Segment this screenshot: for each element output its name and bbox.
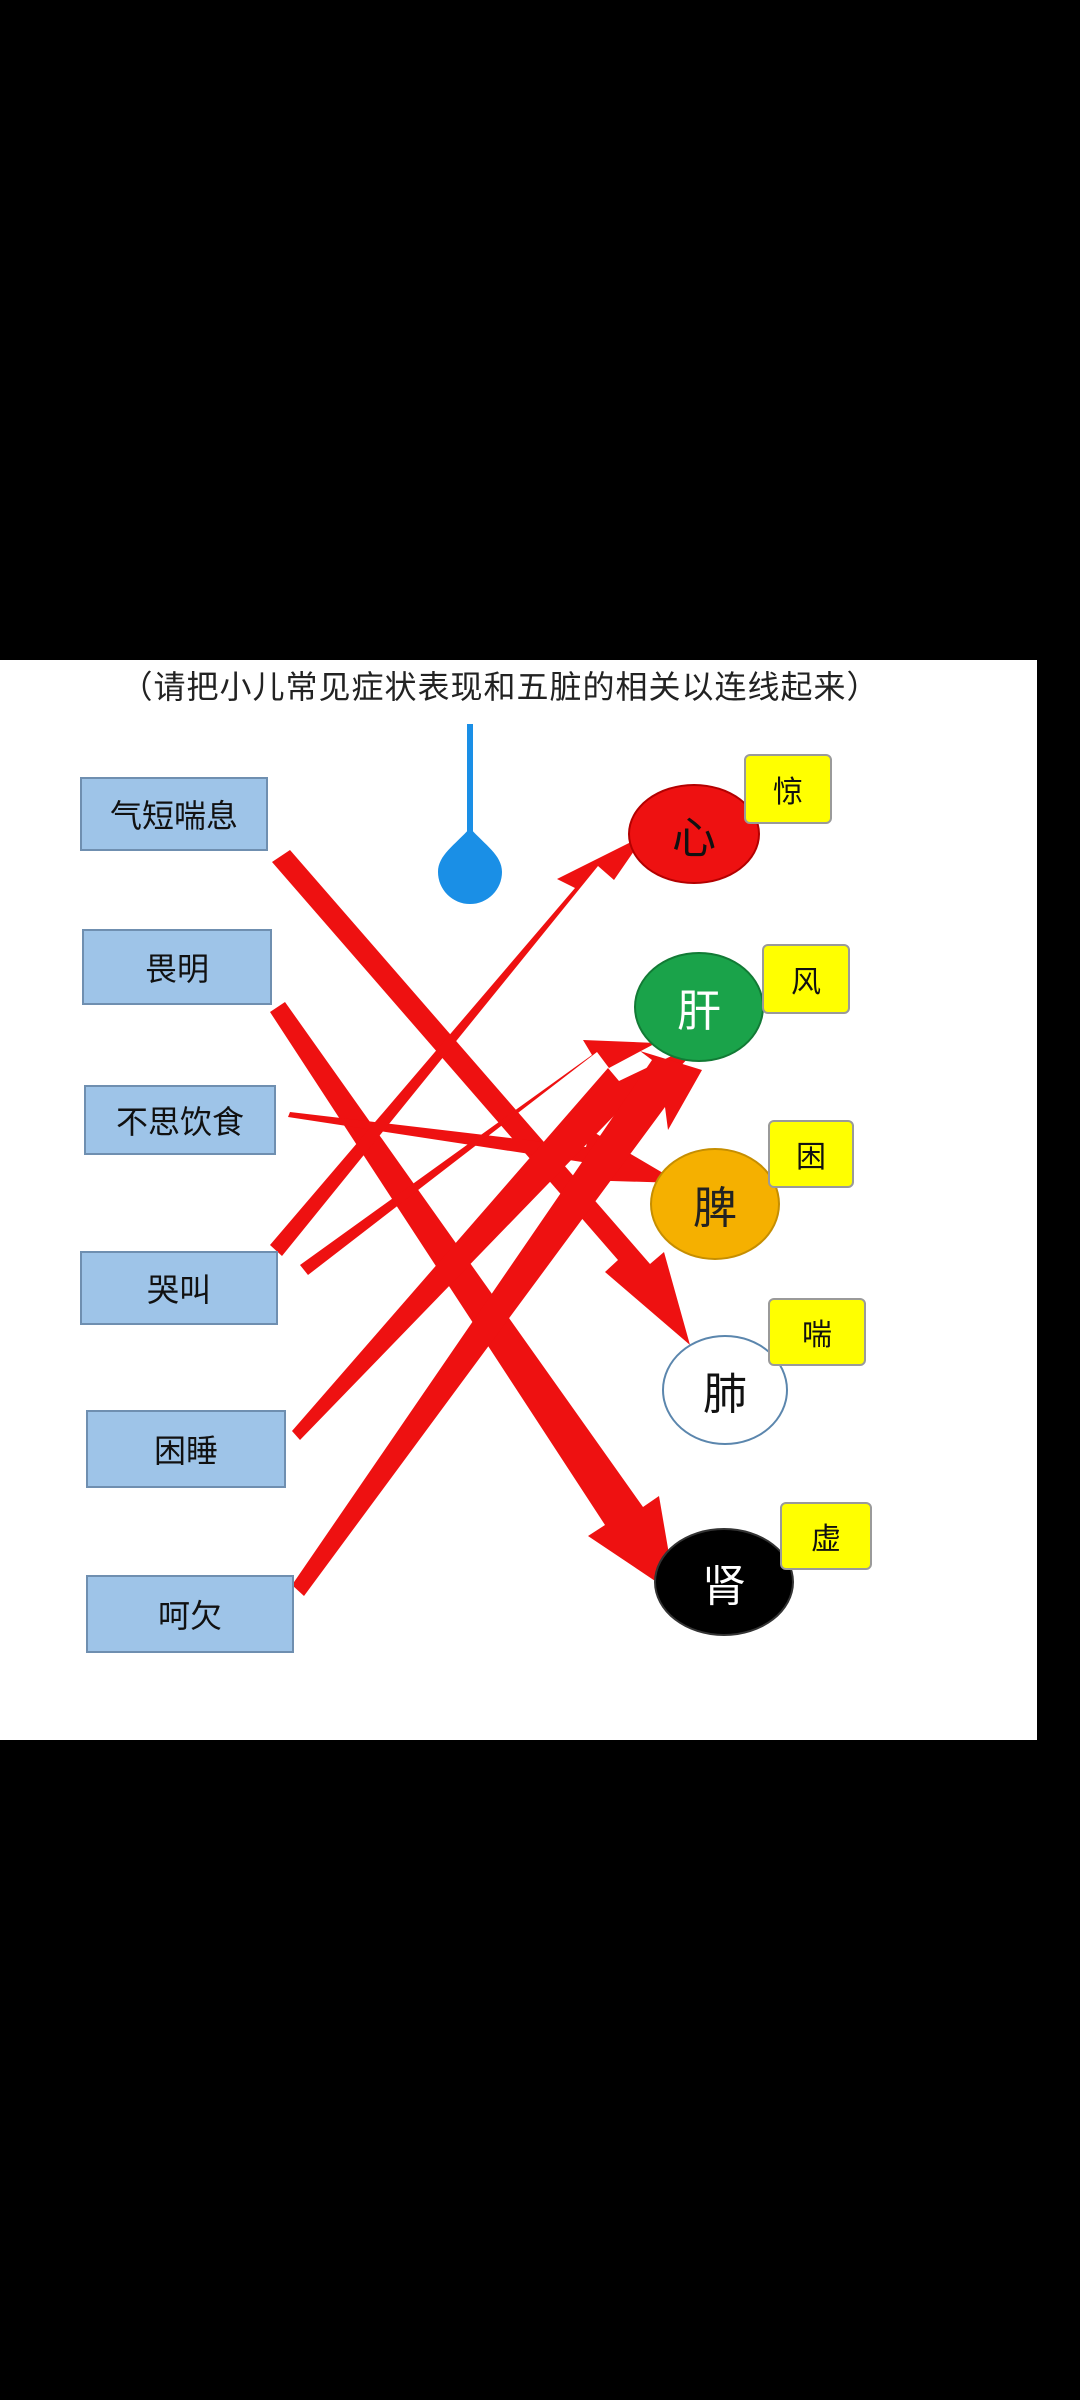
instruction-text: （请把小儿常见症状表现和五脏的相关以连线起来） [120, 668, 880, 706]
tag-kun[interactable]: 困 [768, 1120, 854, 1188]
organ-pi[interactable]: 脾 [650, 1148, 780, 1260]
tag-label: 喘 [802, 1318, 832, 1353]
arrow-kujiao-to-xin[interactable] [270, 835, 645, 1256]
symptom-box-weiming[interactable]: 畏明 [82, 929, 272, 1005]
organ-xin[interactable]: 心 [628, 784, 760, 884]
symptom-box-kunshui[interactable]: 困睡 [86, 1410, 286, 1488]
symptom-label: 气短喘息 [109, 797, 238, 835]
tag-jing[interactable]: 惊 [744, 754, 832, 824]
symptom-label: 困睡 [153, 1432, 218, 1470]
symptom-box-kujiao[interactable]: 哭叫 [80, 1251, 278, 1325]
tag-label: 困 [796, 1140, 826, 1175]
symptom-box-hexi[interactable]: 呵欠 [86, 1575, 294, 1653]
symptom-box-qiduan-chuanxi[interactable]: 气短喘息 [80, 777, 268, 851]
tag-label: 风 [791, 965, 821, 1000]
symptom-label: 呵欠 [157, 1597, 222, 1635]
arrow-kujiao-to-gan[interactable] [300, 1040, 656, 1275]
symptom-label: 不思饮食 [115, 1103, 244, 1141]
tag-label: 惊 [773, 775, 803, 810]
symptom-box-busi-yinshi[interactable]: 不思饮食 [84, 1085, 276, 1155]
tag-xu[interactable]: 虚 [780, 1502, 872, 1570]
organ-label: 肺 [703, 1369, 747, 1420]
arrow-weiming-to-shen[interactable] [270, 1002, 676, 1595]
organ-label: 心 [672, 813, 716, 864]
organ-label: 肾 [702, 1561, 746, 1612]
tag-label: 虚 [811, 1522, 841, 1557]
connection-arrows [270, 724, 705, 1596]
symptom-label: 哭叫 [146, 1271, 211, 1309]
arrow-kunshui-to-gan[interactable] [292, 1040, 705, 1440]
organ-gan[interactable]: 肝 [634, 952, 764, 1062]
organ-shen[interactable]: 肾 [654, 1528, 794, 1636]
organ-fei[interactable]: 肺 [662, 1335, 788, 1445]
tag-feng[interactable]: 风 [762, 944, 850, 1014]
symptom-label: 畏明 [144, 950, 209, 988]
exercise-canvas: （请把小儿常见症状表现和五脏的相关以连线起来） 气短喘息 畏明 [0, 660, 1037, 1740]
arrow-hexi-to-gan[interactable] [292, 1051, 702, 1596]
organ-label: 脾 [693, 1183, 737, 1234]
organ-label: 肝 [677, 986, 721, 1037]
arrow-qiduan-to-fei[interactable] [272, 850, 690, 1345]
blue-pin-icon [438, 828, 502, 904]
arrow-layer [270, 835, 705, 1596]
tag-chuan[interactable]: 喘 [768, 1298, 866, 1366]
